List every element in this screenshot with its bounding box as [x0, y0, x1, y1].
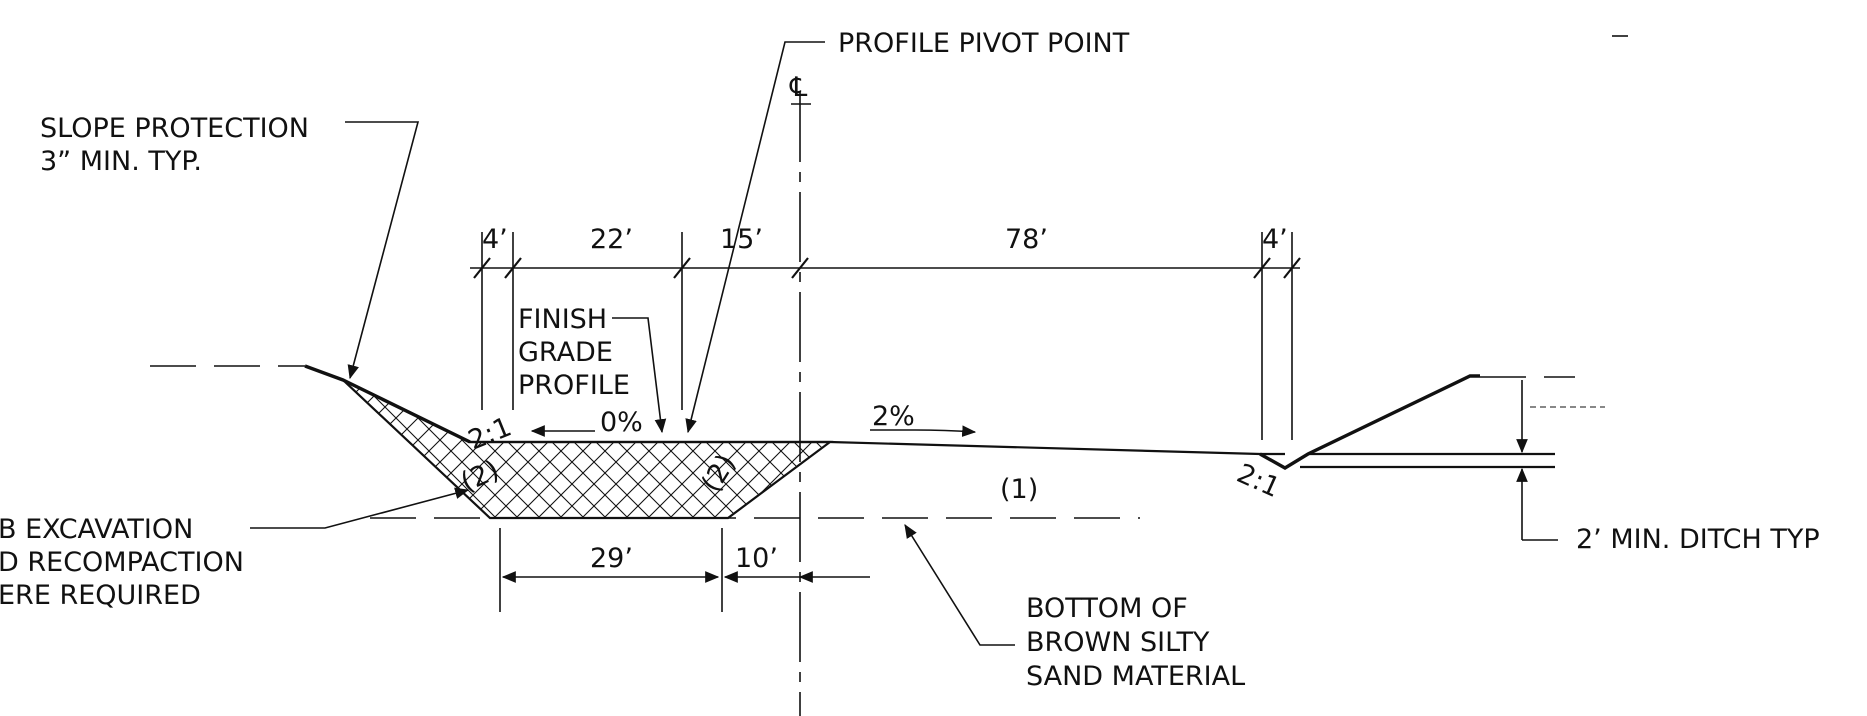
excavation-leader — [250, 487, 470, 529]
tick-2 — [504, 257, 522, 279]
pivot-leader — [685, 41, 825, 434]
pivot-label: PROFILE PIVOT POINT — [838, 28, 1130, 59]
dim-15ft: 15’ — [720, 224, 763, 255]
tick-3 — [673, 257, 691, 279]
tick-1 — [473, 257, 491, 279]
dim-10ft: 10’ — [735, 543, 778, 574]
finish-grade-leader — [612, 317, 667, 434]
tick-5 — [1253, 257, 1271, 279]
excavation-label-3: ERE REQUIRED — [0, 580, 201, 611]
grade-two-label: 2% — [872, 401, 915, 432]
centerline-symbol: ℄ — [789, 72, 808, 103]
zone-label-right: (1) — [1000, 474, 1038, 505]
bottom-silty-label-3: SAND MATERIAL — [1026, 661, 1245, 692]
slope-protection-left — [304, 364, 471, 444]
slope-protection-leader — [345, 121, 420, 380]
ditch-label: 2’ MIN. DITCH TYP — [1576, 524, 1820, 555]
finish-grade-surface — [470, 440, 1285, 456]
slope-protection-label-2: 3” MIN. TYP. — [40, 146, 202, 177]
grade-two-arrow — [914, 425, 977, 437]
excavation-label-2: D RECOMPACTION — [0, 547, 244, 578]
grade-zero-label: 0% — [600, 407, 643, 438]
bottom-silty-sand-leader — [904, 524, 1015, 646]
excavation-label-1: B EXCAVATION — [0, 514, 193, 545]
finish-grade-label-1: FINISH — [518, 304, 607, 335]
dim-78ft: 78’ — [1005, 224, 1048, 255]
bottom-silty-label-2: BROWN SILTY — [1026, 627, 1210, 658]
finish-grade-label-2: GRADE — [518, 337, 613, 368]
bottom-silty-label-1: BOTTOM OF — [1026, 593, 1188, 624]
slope-protection-label-1: SLOPE PROTECTION — [40, 113, 309, 144]
dim-4ft-right: 4’ — [1262, 224, 1288, 255]
dim-29ft: 29’ — [590, 543, 633, 574]
dim-22ft: 22’ — [590, 224, 633, 255]
finish-grade-label-3: PROFILE — [518, 370, 630, 401]
dim-4ft-left: 4’ — [482, 224, 508, 255]
tick-6 — [1283, 257, 1301, 279]
tick-4 — [791, 257, 809, 279]
